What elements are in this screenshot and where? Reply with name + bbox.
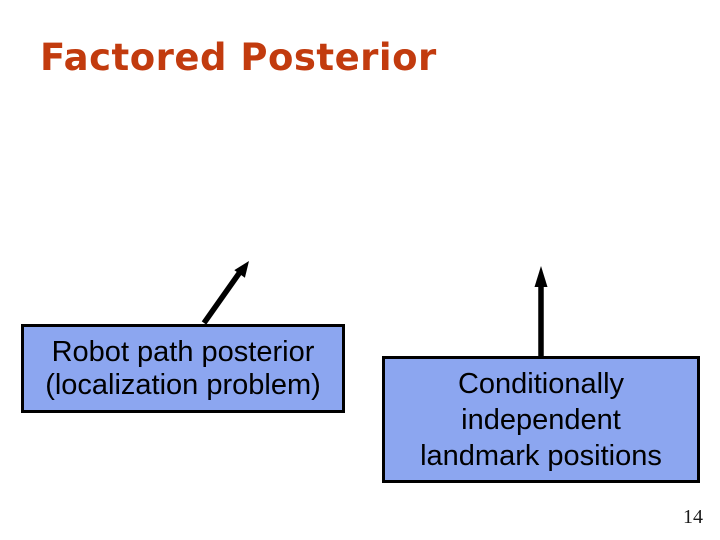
up-arrow-icon — [534, 266, 548, 356]
box-text-line: independent — [461, 403, 621, 436]
box-text-line: Robot path posterior — [51, 335, 315, 368]
diagonal-up-arrow-icon — [201, 261, 249, 325]
landmark-positions-box: Conditionally independent landmark posit… — [382, 356, 700, 483]
box-text-line: (localization problem) — [45, 368, 321, 401]
box-text-line: landmark positions — [420, 439, 662, 472]
robot-path-posterior-box: Robot path posterior (localization probl… — [21, 324, 345, 413]
box-text-line: Conditionally — [457, 367, 625, 400]
slide-title: Factored Posterior — [40, 36, 437, 79]
page-number: 14 — [683, 506, 703, 528]
